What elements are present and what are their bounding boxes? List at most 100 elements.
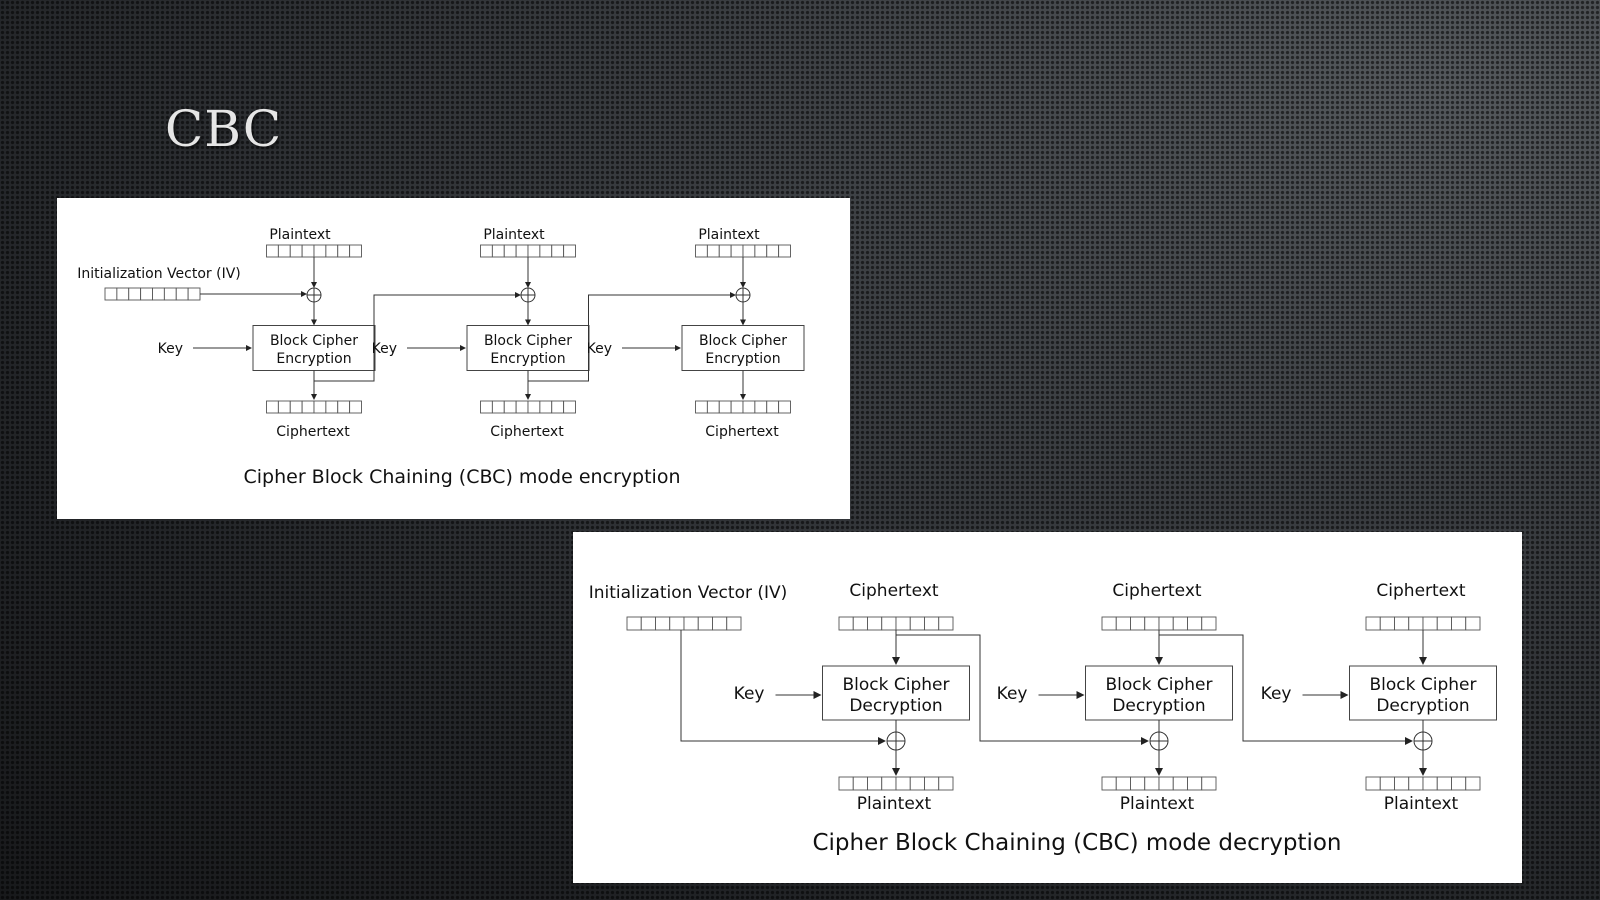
- ciphertext-block-cell: [527, 400, 541, 414]
- decryption-caption: Cipher Block Chaining (CBC) mode decrypt…: [812, 830, 1341, 856]
- encryption-caption: Cipher Block Chaining (CBC) mode encrypt…: [243, 466, 680, 488]
- block-cipher-encryption: [466, 325, 590, 371]
- iv-block-cell: [128, 287, 142, 301]
- ciphertext-block-cell: [1201, 616, 1217, 631]
- plaintext-block-cell: [1422, 776, 1438, 791]
- ciphertext-label: Ciphertext: [276, 424, 350, 440]
- key-arrow: [460, 345, 466, 351]
- block-cipher-encryption-label-2: Encryption: [705, 351, 780, 367]
- ciphertext-block-cell: [1144, 616, 1160, 631]
- plaintext-block-cell: [1101, 776, 1117, 791]
- key-arrow: [813, 691, 822, 699]
- iv-block-cell: [187, 287, 201, 301]
- plaintext-block-cell: [754, 244, 768, 258]
- plaintext-block-cell: [349, 244, 362, 258]
- ciphertext-label: Ciphertext: [1112, 581, 1201, 601]
- ciphertext-block-cell: [909, 616, 925, 631]
- cipher-out-arrow: [740, 394, 746, 400]
- cipher-out-arrow: [311, 394, 317, 400]
- block-cipher-decryption-label-1: Block Cipher: [1106, 675, 1213, 695]
- chain-line: [314, 294, 519, 382]
- plaintext-block-cell: [539, 244, 553, 258]
- plaintext-block-cell: [325, 244, 339, 258]
- plaintext-block-cell: [491, 244, 505, 258]
- plaintext-block-cell: [1465, 776, 1481, 791]
- iv-block-cell: [116, 287, 130, 301]
- plaintext-block-cell: [852, 776, 868, 791]
- plaintext-block-cell: [1365, 776, 1381, 791]
- plaintext-label: Plaintext: [698, 227, 760, 243]
- ciphertext-block-cell: [563, 400, 576, 414]
- iv-block-cell: [175, 287, 189, 301]
- ciphertext-block-cell: [838, 616, 854, 631]
- ciphertext-block-cell: [301, 400, 315, 414]
- iv-line: [680, 630, 878, 742]
- block-cipher-decryption-label-2: Decryption: [1376, 696, 1469, 716]
- ciphertext-block-cell: [313, 400, 327, 414]
- plaintext-block-cell: [895, 776, 911, 791]
- ciphertext-block-cell: [1394, 616, 1410, 631]
- plaintext-block-cell: [742, 244, 756, 258]
- plaintext-block-cell: [695, 244, 708, 258]
- ciphertext-label: Ciphertext: [705, 424, 779, 440]
- chain-arrow: [730, 292, 736, 298]
- xor-out-arrow: [892, 768, 900, 776]
- plaintext-block-cell: [563, 244, 576, 258]
- plaintext-block-cell: [1379, 776, 1395, 791]
- plaintext-block-cell: [881, 776, 897, 791]
- plaintext-block-cell: [1115, 776, 1131, 791]
- ciphertext-block-cell: [1408, 616, 1424, 631]
- ciphertext-block-cell: [1101, 616, 1117, 631]
- plaintext-block-cell: [1187, 776, 1203, 791]
- iv-block-cell: [726, 616, 742, 631]
- ciphertext-block-cell: [1365, 616, 1381, 631]
- key-label: Key: [997, 684, 1028, 704]
- ciphertext-block-cell: [881, 616, 897, 631]
- xor-out-arrow: [1155, 768, 1163, 776]
- ciphertext-arrow: [1419, 657, 1427, 665]
- ciphertext-block-cell: [1422, 616, 1438, 631]
- chain-arrow: [515, 292, 521, 298]
- ciphertext-block-cell: [503, 400, 517, 414]
- ciphertext-block-cell: [480, 400, 493, 414]
- plaintext-label: Plaintext: [857, 794, 932, 814]
- ciphertext-block-cell: [1172, 616, 1188, 631]
- ciphertext-label: Ciphertext: [490, 424, 564, 440]
- plaintext-block-cell: [480, 244, 493, 258]
- plaintext-block-cell: [778, 244, 791, 258]
- ciphertext-block-cell: [766, 400, 780, 414]
- ciphertext-block-cell: [1158, 616, 1174, 631]
- iv-block-cell: [640, 616, 656, 631]
- xor-out-arrow: [525, 319, 531, 326]
- plaintext-block-cell: [1408, 776, 1424, 791]
- xor-out-arrow: [740, 319, 746, 326]
- key-label: Key: [587, 341, 612, 357]
- plaintext-block-cell: [706, 244, 720, 258]
- iv-arrow: [301, 291, 307, 297]
- plaintext-block-cell: [1172, 776, 1188, 791]
- plaintext-block-cell: [1130, 776, 1146, 791]
- iv-block-cell: [712, 616, 728, 631]
- plaintext-block-cell: [766, 244, 780, 258]
- plaintext-block-cell: [1158, 776, 1174, 791]
- ciphertext-arrow: [1155, 657, 1163, 665]
- iv-block-cell: [163, 287, 177, 301]
- ciphertext-block-cell: [349, 400, 362, 414]
- iv-label: Initialization Vector (IV): [589, 583, 788, 603]
- plaintext-block-cell: [1144, 776, 1160, 791]
- block-cipher-decryption: [822, 665, 970, 721]
- ciphertext-block-cell: [277, 400, 291, 414]
- block-cipher-encryption-label-1: Block Cipher: [270, 333, 358, 349]
- ciphertext-block-cell: [266, 400, 279, 414]
- plaintext-block-cell: [938, 776, 954, 791]
- slide-title: CBC: [165, 100, 283, 158]
- chain-arrow: [1405, 737, 1413, 745]
- plaintext-block-cell: [503, 244, 517, 258]
- ciphertext-block-cell: [852, 616, 868, 631]
- key-arrow: [1076, 691, 1085, 699]
- plaintext-label: Plaintext: [1120, 794, 1195, 814]
- iv-block-cell: [104, 287, 118, 301]
- ciphertext-block-cell: [551, 400, 565, 414]
